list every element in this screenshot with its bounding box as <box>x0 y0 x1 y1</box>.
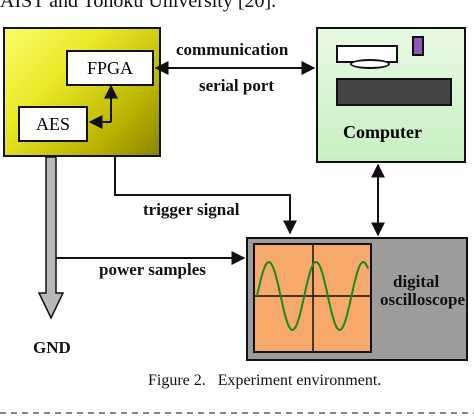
fpga-aes-link <box>88 84 118 129</box>
disk-tray <box>350 59 390 69</box>
trigger-signal-link <box>114 157 297 235</box>
aes-label: AES <box>35 113 70 134</box>
gnd-label: GND <box>33 338 71 357</box>
oscilloscope-label-line1: digital <box>393 272 440 291</box>
figure-caption: Figure 2. Experiment environment. <box>148 372 381 390</box>
communication-label: communication <box>176 40 289 59</box>
serial-port-label: serial port <box>199 76 275 95</box>
next-paragraph-fragment <box>0 409 474 417</box>
header-text-fragment: AIST and Tohoku University [20]. <box>0 0 277 12</box>
trigger-signal-label: trigger signal <box>143 200 240 219</box>
gnd-arrow <box>37 156 65 320</box>
fpga-label: FPGA <box>86 57 134 78</box>
power-samples-label: power samples <box>99 260 206 279</box>
computer-label: Computer <box>343 122 422 142</box>
figure-title: Experiment environment. <box>217 372 382 389</box>
computer-drive-bay <box>336 78 452 106</box>
figure-number: Figure 2. <box>148 372 206 389</box>
aes-chip: AES <box>18 106 88 142</box>
power-button-icon <box>412 36 424 56</box>
waveform <box>256 260 369 332</box>
oscilloscope-label-line2: oscilloscope <box>380 290 465 309</box>
